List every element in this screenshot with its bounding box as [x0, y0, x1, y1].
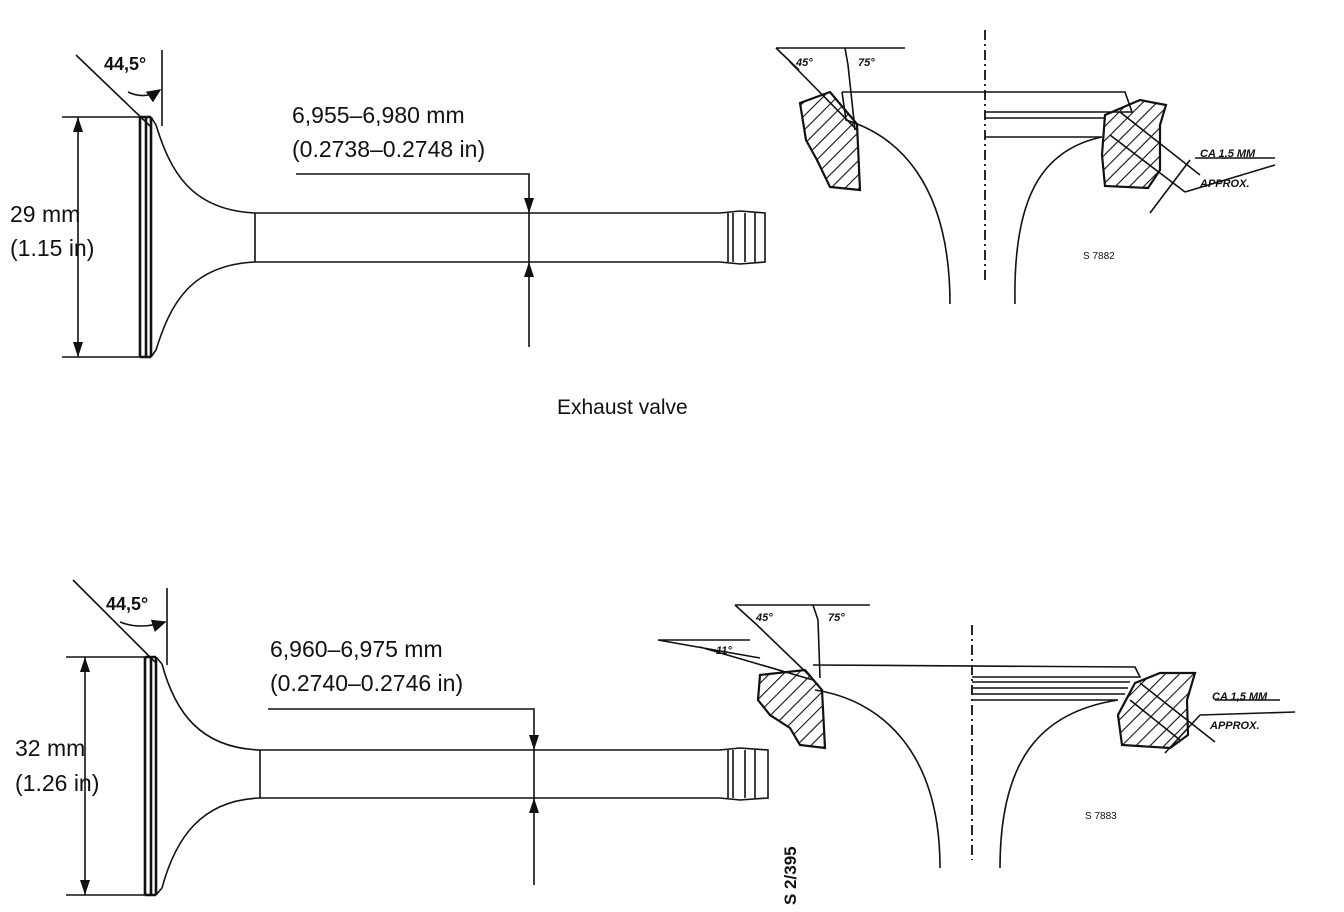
intake-diameter-mm: 32 mm: [15, 735, 85, 761]
exhaust-seat-width-lines: [1109, 111, 1276, 214]
intake-valve-drawing: 44,5° 32 mm (1.26 in) 6,960–6,975 mm (0.…: [15, 579, 769, 897]
intake-angle-arc: [119, 619, 167, 632]
exhaust-diameter-in: (1.15 in): [10, 235, 94, 261]
exhaust-seat-left-hatch: [798, 90, 862, 192]
exhaust-seat-width: CA 1,5 MM: [1200, 148, 1256, 160]
exhaust-valve-drawing: 44,5° 29 mm (1.15 in) 6,955–6,980 mm (0.…: [10, 50, 766, 359]
intake-seat-angle-c: 11°: [716, 645, 732, 657]
intake-seat-angle-b: 75°: [828, 612, 845, 624]
intake-angle-line: [72, 579, 156, 663]
intake-diameter-ext-lines: [66, 656, 145, 896]
exhaust-stem-mm: 6,955–6,980 mm: [292, 102, 465, 128]
exhaust-seat-ref: S 7882: [1083, 251, 1115, 262]
exhaust-seat-angle-flag-b: [844, 47, 905, 131]
intake-seat-width-approx: APPROX.: [1209, 720, 1260, 732]
exhaust-seat-right-hatch: [1100, 98, 1168, 190]
figure-ref: S 2/395: [781, 846, 800, 905]
intake-seat-angle-label: 44,5°: [106, 594, 148, 614]
intake-stem-mm: 6,960–6,975 mm: [270, 636, 443, 662]
exhaust-seat-angle-b: 75°: [858, 57, 875, 69]
intake-valve-head: [143, 655, 158, 897]
exhaust-angle-arc: [127, 89, 162, 103]
intake-seat-angle-flag-a: [734, 604, 813, 679]
intake-valve-stem-tip: [719, 747, 769, 801]
exhaust-caption: Exhaust valve: [557, 396, 688, 419]
intake-seat-valve-outline: [812, 664, 1142, 869]
intake-diameter-in: (1.26 in): [15, 770, 99, 796]
intake-seat-width-lines: [1129, 682, 1296, 754]
exhaust-seat-valve-outline: [841, 91, 1134, 305]
exhaust-valve-stem: [254, 212, 720, 263]
intake-seat-angle-flag-b: [812, 604, 870, 679]
exhaust-stem-leader: [296, 173, 530, 347]
exhaust-seat-section: 45° 75° CA 1,5 MM APPROX. S 7882: [775, 30, 1276, 305]
exhaust-seat-width-approx: APPROX.: [1199, 178, 1250, 190]
exhaust-valve-stem-tip: [719, 210, 766, 265]
intake-seat-left-hatch: [756, 668, 827, 750]
intake-stem-in: (0.2740–0.2746 in): [270, 670, 463, 696]
intake-valve-stem: [259, 749, 720, 799]
exhaust-valve-head: [138, 115, 153, 359]
exhaust-angle-line: [75, 54, 151, 127]
intake-seat-width: CA 1,5 MM: [1212, 691, 1268, 703]
exhaust-seat-angle-label: 44,5°: [104, 54, 146, 74]
exhaust-seat-angle-flag-a: [775, 47, 858, 131]
intake-valve-tulip: [155, 656, 261, 896]
intake-seat-ref: S 7883: [1085, 811, 1117, 822]
exhaust-stem-in: (0.2738–0.2748 in): [292, 136, 485, 162]
intake-seat-angle-a: 45°: [755, 612, 773, 624]
exhaust-diameter-mm: 29 mm: [10, 201, 80, 227]
exhaust-valve-tulip: [150, 116, 256, 358]
exhaust-seat-angle-a: 45°: [795, 57, 813, 69]
intake-stem-leader: [268, 708, 535, 885]
intake-seat-right-hatch: [1116, 671, 1197, 750]
exhaust-diameter-ext-lines: [62, 116, 140, 358]
intake-seat-section: 45° 75° 11° CA 1,5 MM APPROX. S 7883: [657, 604, 1296, 869]
intake-seat-angle-flag-c: [657, 639, 814, 681]
